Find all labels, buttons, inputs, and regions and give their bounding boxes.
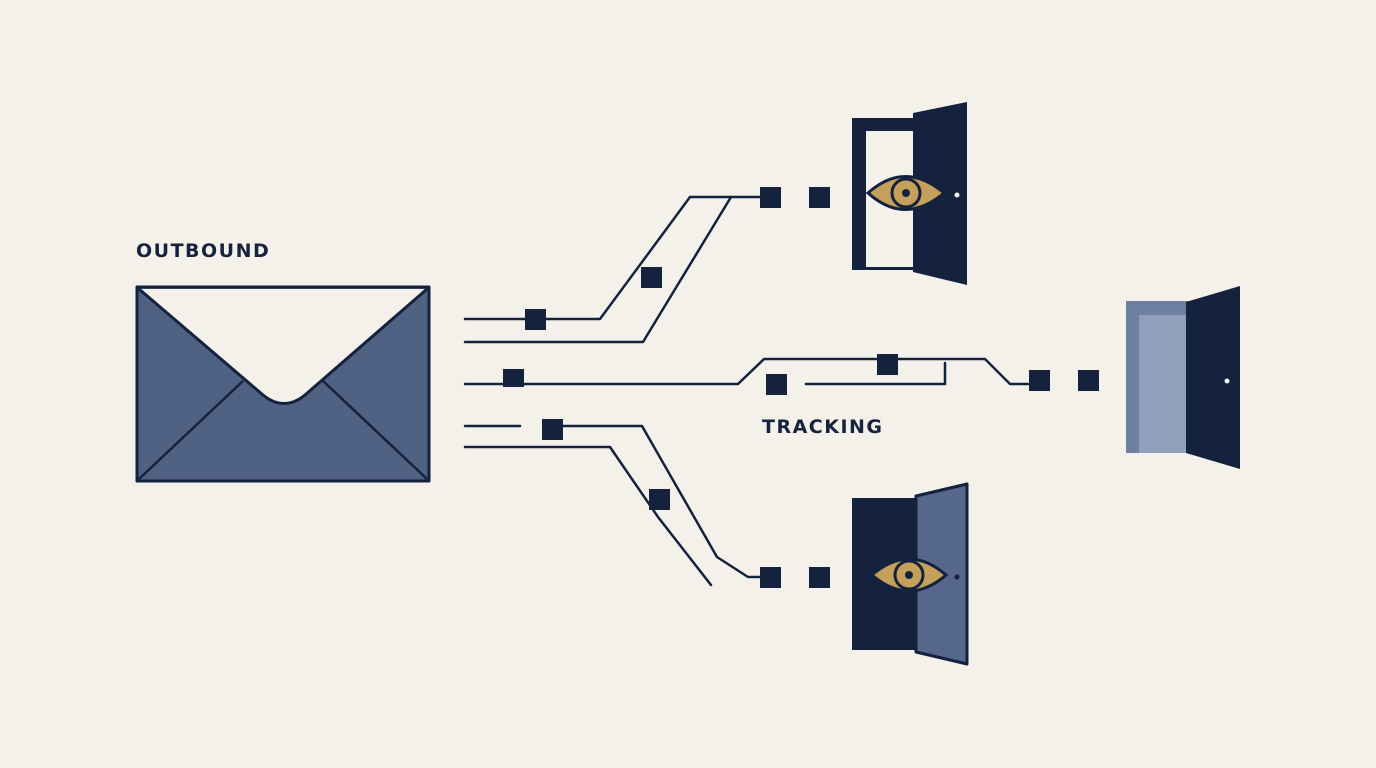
door-leaf [1186, 286, 1240, 469]
outbound-label: OUTBOUND [136, 240, 271, 262]
square-packet-icon [525, 309, 546, 330]
envelope-fold-right [322, 380, 428, 480]
open-door-icon [1126, 286, 1240, 469]
tracking-label: TRACKING [762, 416, 884, 438]
door-knob [954, 192, 960, 198]
door-knob [1224, 378, 1230, 384]
square-packet-icon [877, 354, 898, 375]
eye-icon [865, 175, 947, 211]
route-bottom-line-a [558, 424, 762, 579]
square-packet-icon [649, 489, 670, 510]
square-packet-icon [809, 567, 830, 588]
square-packet-icon [760, 567, 781, 588]
open-door-icon [852, 482, 969, 666]
route-middle-line-a [463, 357, 1030, 386]
door-opening [1139, 315, 1189, 453]
square-packet-icon [809, 187, 830, 208]
envelope-flap-line [138, 287, 428, 405]
square-packet-icon [503, 369, 524, 387]
route-top-line-b [463, 195, 733, 344]
route-bottom-line-b [463, 445, 713, 587]
square-packet-icon [641, 267, 662, 288]
square-packet-icon [542, 419, 563, 440]
envelope-flap-inner [139, 289, 427, 404]
square-packet-icon [766, 374, 787, 395]
square-packet-icon [760, 187, 781, 208]
envelope-icon [135, 285, 431, 483]
route-top-line-a [463, 195, 762, 321]
square-packet-icon [1078, 370, 1099, 391]
packets [503, 187, 1099, 588]
route-middle-line-b [804, 361, 947, 386]
square-packet-icon [1029, 370, 1050, 391]
envelope-fold-left [138, 380, 244, 480]
eye-icon [869, 557, 949, 593]
door-knob [954, 574, 960, 580]
open-door-icon [852, 102, 967, 285]
